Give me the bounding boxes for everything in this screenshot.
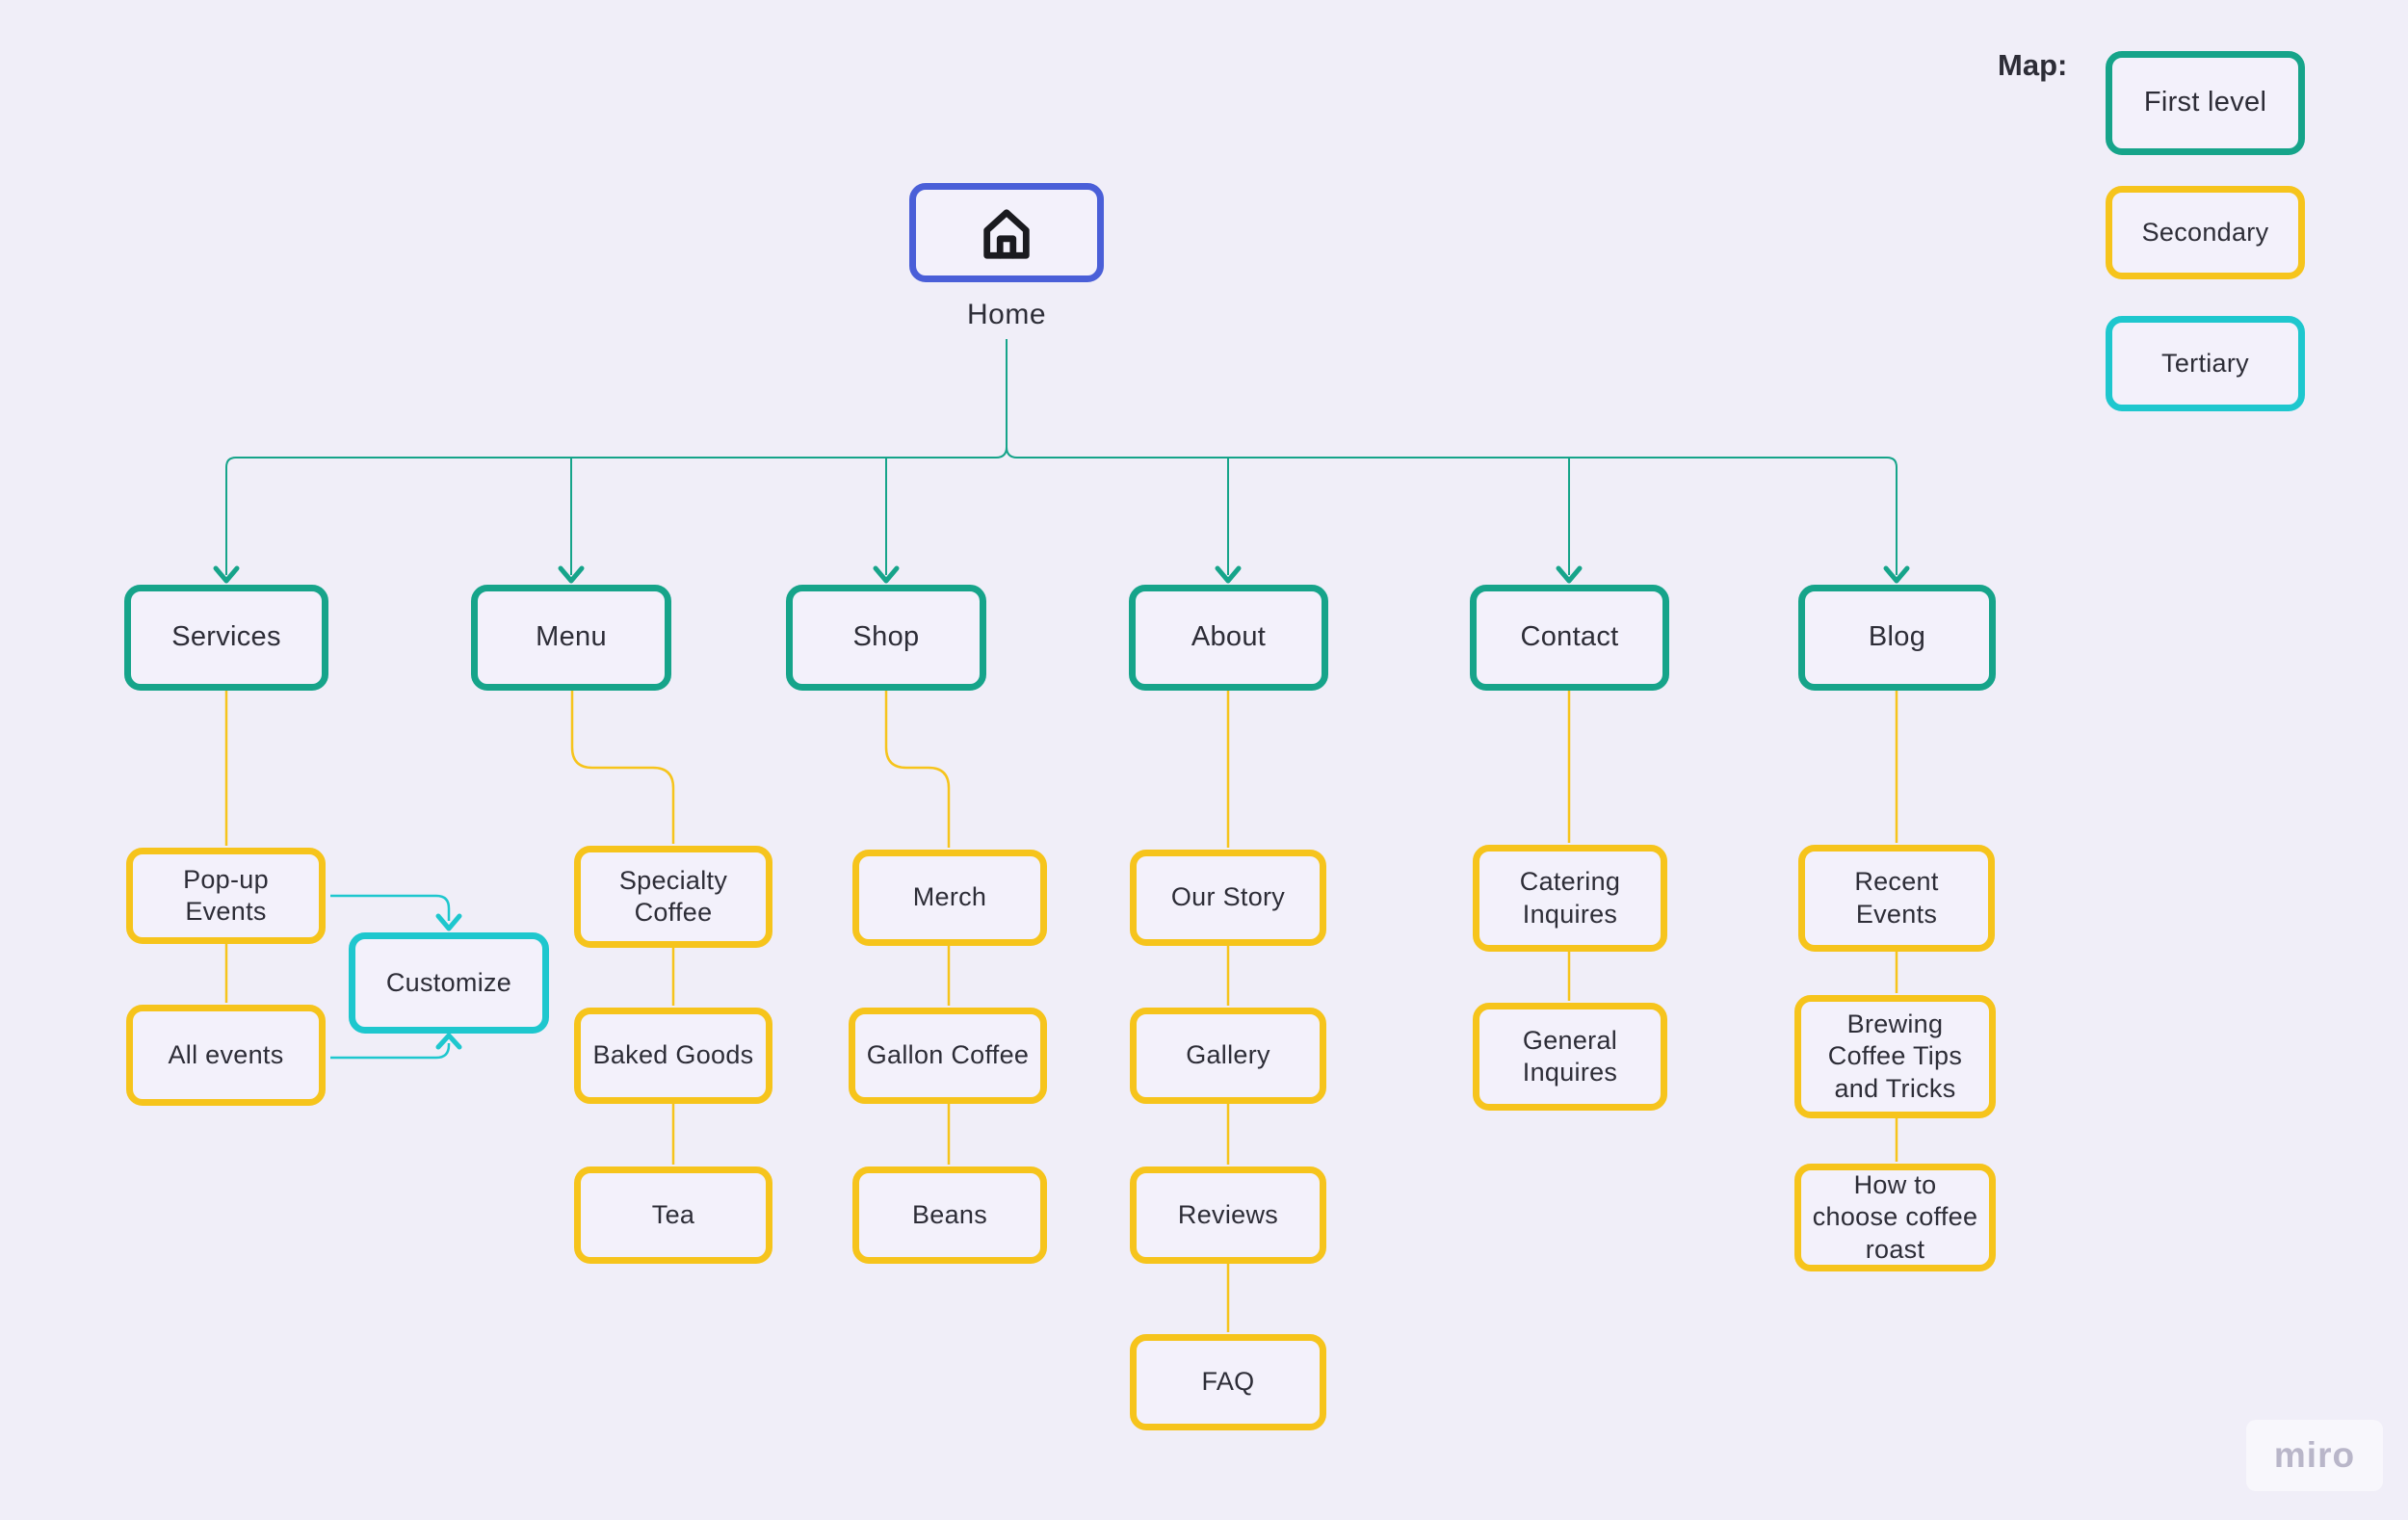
node-label: Brewing Coffee Tips and Tricks — [1827, 1009, 1963, 1103]
miro-watermark: miro — [2246, 1420, 2383, 1491]
node-contact[interactable]: Contact — [1470, 585, 1669, 691]
node-label: Menu — [536, 621, 607, 653]
arrow-customize-bottom — [435, 1033, 462, 1050]
node-label: Reviews — [1177, 1199, 1279, 1229]
node-faq[interactable]: FAQ — [1130, 1334, 1326, 1430]
legend-item-first-level[interactable]: First level — [2106, 51, 2305, 155]
node-label: All events — [168, 1039, 284, 1069]
arrow-menu — [558, 565, 585, 584]
arrow-blog — [1883, 565, 1910, 584]
node-label: Merch — [912, 882, 987, 912]
edge-home-trunk-left — [225, 446, 1008, 575]
home-icon — [983, 208, 1030, 259]
node-label: About — [1191, 621, 1267, 653]
arrow-about — [1215, 565, 1242, 584]
legend-label: Tertiary — [2161, 348, 2249, 378]
node-choose-roast[interactable]: How to choose coffee roast — [1794, 1164, 1996, 1271]
node-beans[interactable]: Beans — [852, 1166, 1047, 1264]
node-label: Baked Goods — [592, 1040, 754, 1070]
node-popup-events[interactable]: Pop-up Events — [126, 848, 326, 944]
node-brewing-tips[interactable]: Brewing Coffee Tips and Tricks — [1794, 995, 1996, 1118]
node-label: Gallery — [1186, 1040, 1270, 1070]
legend-item-tertiary[interactable]: Tertiary — [2106, 316, 2305, 411]
arrow-services — [213, 565, 240, 584]
node-label: Blog — [1868, 621, 1926, 653]
edge-allevents-customize — [330, 1043, 451, 1060]
node-label: FAQ — [1201, 1367, 1255, 1397]
node-customize[interactable]: Customize — [349, 932, 549, 1034]
node-all-events[interactable]: All events — [126, 1005, 326, 1106]
edge-popup-customize — [330, 894, 451, 921]
node-label: Customize — [385, 967, 512, 997]
legend-item-secondary[interactable]: Secondary — [2106, 186, 2305, 279]
node-label: Contact — [1520, 621, 1619, 653]
node-tea[interactable]: Tea — [574, 1166, 772, 1264]
node-label: Beans — [911, 1199, 988, 1229]
edge-shop-merch — [884, 691, 951, 848]
node-menu[interactable]: Menu — [471, 585, 671, 691]
node-about[interactable]: About — [1129, 585, 1328, 691]
node-label: Gallon Coffee — [866, 1040, 1030, 1070]
node-recent-events[interactable]: Recent Events — [1798, 845, 1995, 952]
node-gallon-coffee[interactable]: Gallon Coffee — [849, 1008, 1047, 1104]
node-baked-goods[interactable]: Baked Goods — [574, 1008, 772, 1104]
node-label: Shop — [852, 621, 920, 653]
legend-label: Secondary — [2141, 217, 2269, 247]
node-specialty-coffee[interactable]: Specialty Coffee — [574, 846, 772, 948]
node-reviews[interactable]: Reviews — [1130, 1166, 1326, 1264]
node-label: Services — [171, 621, 281, 653]
node-general-inquires[interactable]: General Inquires — [1473, 1003, 1667, 1111]
arrow-customize-top — [435, 913, 462, 931]
arrow-shop — [873, 565, 900, 584]
node-our-story[interactable]: Our Story — [1130, 850, 1326, 946]
node-shop[interactable]: Shop — [786, 585, 986, 691]
node-home[interactable] — [909, 183, 1104, 282]
node-merch[interactable]: Merch — [852, 850, 1047, 946]
node-label: Tea — [651, 1199, 695, 1229]
node-label: Pop-up Events — [183, 864, 269, 926]
node-gallery[interactable]: Gallery — [1130, 1008, 1326, 1104]
edge-menu-specialty — [570, 691, 675, 844]
node-services[interactable]: Services — [124, 585, 328, 691]
node-label: General Inquires — [1522, 1025, 1618, 1087]
legend-title: Map: — [1998, 48, 2068, 82]
miro-logo: miro — [2273, 1435, 2356, 1475]
node-label: How to choose coffee roast — [1812, 1169, 1978, 1264]
node-catering-inquires[interactable]: Catering Inquires — [1473, 845, 1667, 952]
node-label: Recent Events — [1854, 867, 1939, 929]
node-label: Catering Inquires — [1519, 867, 1621, 929]
node-label: Specialty Coffee — [618, 865, 728, 927]
arrow-contact — [1556, 565, 1583, 584]
node-label: Our Story — [1170, 882, 1286, 912]
edge-home-trunk-right — [1006, 446, 1898, 575]
node-blog[interactable]: Blog — [1798, 585, 1996, 691]
home-caption: Home — [966, 299, 1047, 330]
legend-label: First level — [2143, 87, 2267, 118]
